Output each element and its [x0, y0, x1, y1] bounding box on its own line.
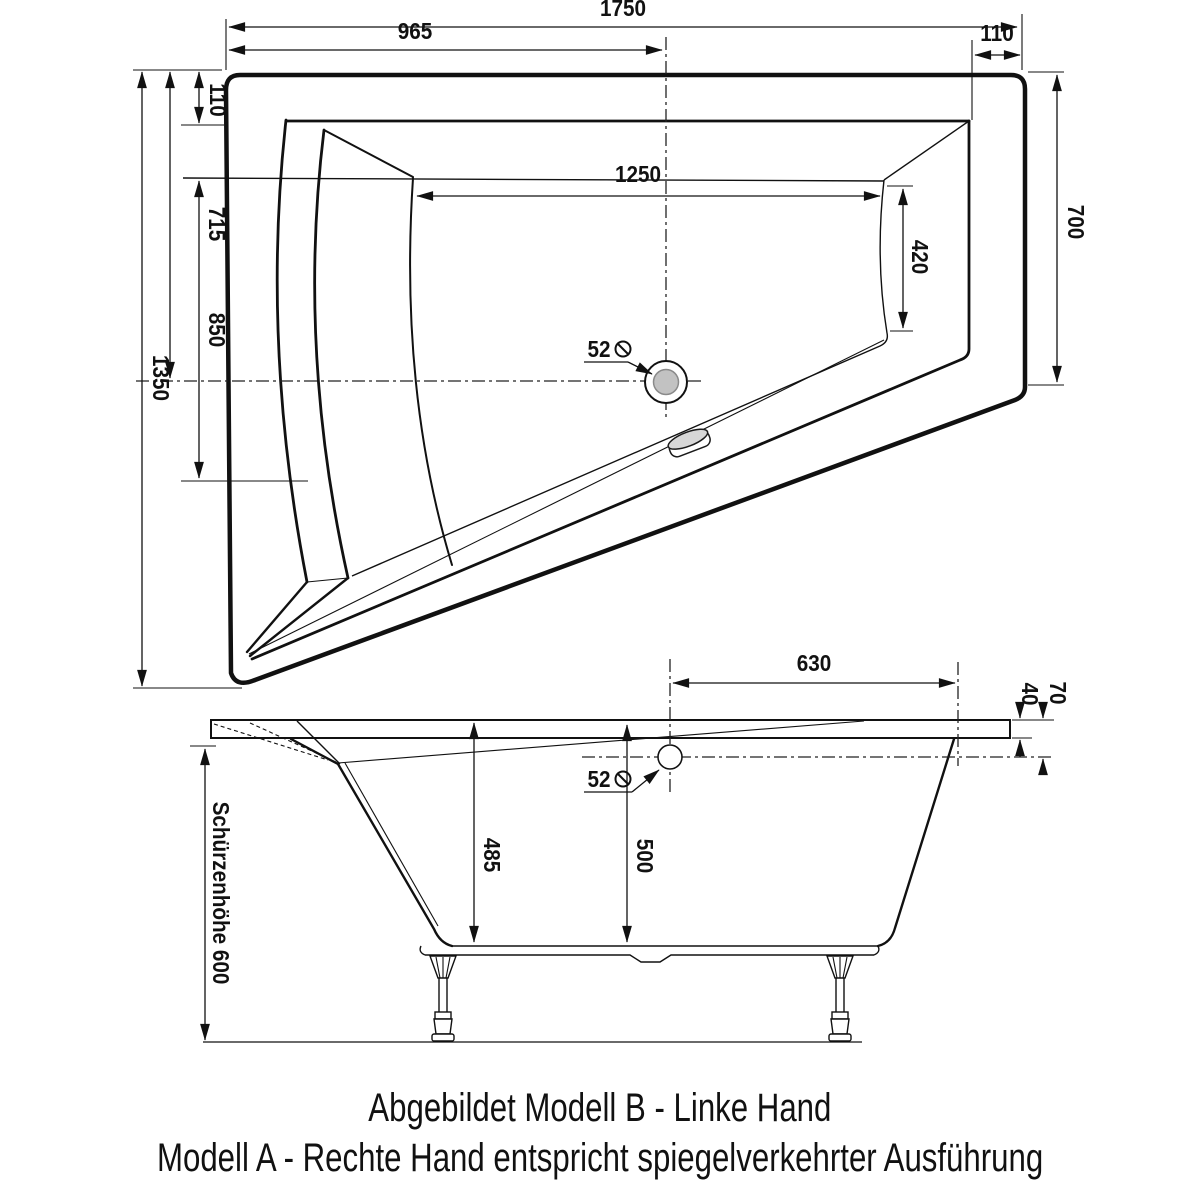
corner-taper-edge-b [248, 576, 350, 658]
dim-label-1750: 1750 [600, 0, 646, 21]
base-board-end-right [873, 945, 880, 956]
dim-label-110-left: 110 [205, 83, 231, 116]
basin-corner-edge-top-right [883, 120, 970, 181]
corner-taper-edge-a [245, 580, 309, 654]
dim-label-630: 630 [797, 650, 832, 676]
basin-floor-bottom-edge [351, 332, 889, 577]
adjustable-foot-left [429, 955, 457, 1042]
dim-drain-offset-top: 850 [165, 71, 230, 379]
seat-arc-connector [306, 577, 349, 583]
dim-rim-width-left: 110 [133, 69, 231, 126]
rim-inner-right-and-diagonal-edge [250, 119, 971, 661]
dim-skirt-height: Schürzenhöhe 600 [190, 745, 234, 1041]
seat-arc-outer [275, 118, 309, 584]
dim-label-schuerzenhoehe: Schürzenhöhe 600 [208, 802, 234, 985]
dim-inner-width: 420 [887, 185, 933, 332]
body-left-edge-upper [289, 737, 340, 766]
dim-label-110-top: 110 [980, 20, 1013, 46]
dim-overall-length: 1750 [225, 0, 1023, 70]
plan-view: 1750 965 110 700 110 715 [133, 0, 1089, 689]
dim-label-485: 485 [479, 838, 505, 873]
base-board [425, 954, 874, 963]
drain-diameter-callout-side: 52 [584, 766, 660, 793]
dim-label-40: 40 [1017, 682, 1043, 705]
hidden-corner-edge-a [213, 723, 329, 761]
dim-right-edge-length: 700 [1028, 71, 1089, 386]
dim-label-700: 700 [1063, 205, 1089, 240]
drain-diameter-callout-plan: 52 [584, 336, 653, 375]
dim-inner-length: 1250 [416, 161, 881, 201]
adjustable-foot-right [826, 955, 854, 1042]
tub-outer-outline [223, 72, 1028, 686]
base-board-end-left [419, 945, 426, 956]
dim-inner-depth: 485 [469, 722, 505, 943]
dim-label-52-plan: 52 [587, 336, 610, 362]
body-right-edge [876, 737, 956, 948]
caption-line-1: Abgebildet Modell B - Linke Hand [368, 1086, 832, 1130]
dim-seat-upper: 715 [181, 180, 308, 482]
dim-label-70: 70 [1045, 681, 1071, 704]
dim-label-965: 965 [398, 18, 433, 44]
dim-label-715: 715 [204, 207, 230, 242]
backrest-slope-edge [323, 129, 414, 178]
side-view: 630 40 70 52 485 5 [190, 650, 1071, 1043]
rim-slab [210, 719, 1011, 739]
dim-rim-width-top-right: 110 [971, 20, 1021, 120]
dim-label-1350: 1350 [148, 355, 174, 401]
basin-floor-left-arc [409, 177, 453, 566]
dim-rim-thickness: 40 [1012, 682, 1054, 757]
basin-right-edge [879, 179, 888, 334]
basin-floor-top-edge [182, 177, 885, 182]
dim-label-1250: 1250 [615, 161, 661, 187]
seat-arc-inner [313, 128, 350, 580]
floor-slope-line [337, 720, 865, 764]
diameter-icon [614, 340, 632, 358]
dim-label-850: 850 [204, 313, 230, 348]
dim-label-500: 500 [632, 839, 658, 874]
drain-symbol-side [657, 744, 683, 770]
dim-overall-width: 1350 [133, 71, 242, 689]
corner-edge-through-rim [296, 720, 341, 765]
body-left-edge-inner [344, 762, 439, 927]
caption-line-2: Modell A - Rechte Hand entspricht spiege… [156, 1136, 1044, 1180]
dim-label-420: 420 [907, 240, 933, 275]
drain-symbol-plan [644, 360, 688, 404]
diameter-icon [614, 770, 632, 788]
overflow-symbol [667, 428, 711, 458]
dim-depth-to-drain: 500 [622, 724, 658, 943]
dim-drain-offset-left: 965 [228, 18, 663, 55]
seat-front-edge [248, 339, 885, 655]
body-left-edge-steep [336, 762, 454, 948]
dim-label-52-side: 52 [587, 766, 610, 792]
dim-drain-to-end: 630 [672, 650, 956, 688]
dim-rim-to-drain-axis: 70 [1038, 681, 1071, 776]
bathtub-dimension-drawing: 1750 965 110 700 110 715 [133, 0, 1089, 1043]
